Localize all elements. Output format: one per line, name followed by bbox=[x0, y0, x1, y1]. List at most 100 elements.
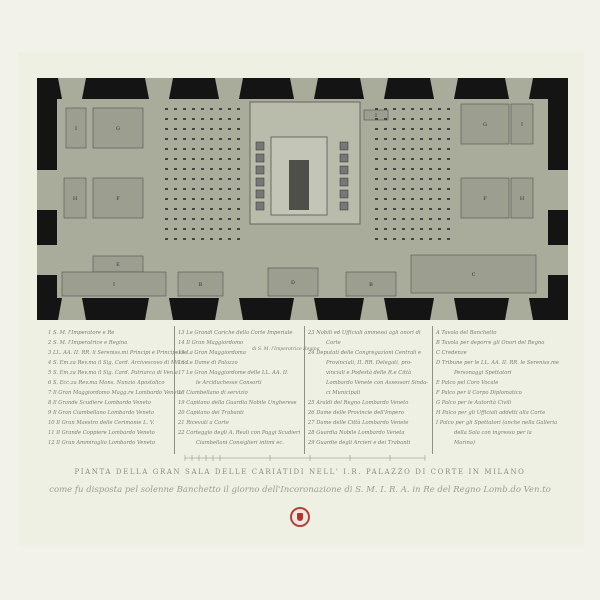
seat bbox=[201, 228, 204, 230]
seat bbox=[192, 128, 195, 130]
legend-item: 6 S. Ecc.za Rev.ma Mons. Nunzio Apostoli… bbox=[48, 380, 165, 386]
seat bbox=[183, 108, 186, 110]
seat bbox=[210, 158, 213, 160]
seat bbox=[447, 198, 450, 200]
seat bbox=[219, 228, 222, 230]
seat bbox=[393, 148, 396, 150]
seat bbox=[420, 138, 423, 140]
chair bbox=[255, 189, 265, 199]
pier-top bbox=[505, 78, 533, 99]
legend-item: I Palco per gli Spettatori (anche nella … bbox=[436, 420, 558, 426]
seat bbox=[447, 148, 450, 150]
legend-item: 25 Araldi del Regno Lombardo Veneto bbox=[308, 400, 409, 406]
seat bbox=[237, 138, 240, 140]
pier-bottom bbox=[505, 298, 533, 320]
seat bbox=[384, 198, 387, 200]
seat bbox=[429, 128, 432, 130]
seat bbox=[429, 138, 432, 140]
seat bbox=[393, 118, 396, 120]
seat bbox=[201, 138, 204, 140]
seat bbox=[375, 158, 378, 160]
window-recess bbox=[546, 170, 568, 210]
seat bbox=[228, 128, 231, 130]
seat bbox=[174, 118, 177, 120]
seat bbox=[411, 228, 414, 230]
legend-item: 17 Le Gran Maggiordome delle LL. AA. II. bbox=[178, 370, 289, 376]
seat bbox=[183, 178, 186, 180]
seat bbox=[420, 158, 423, 160]
pier-bottom bbox=[360, 298, 388, 320]
tribune-label: D bbox=[291, 280, 295, 286]
chair bbox=[255, 165, 265, 175]
seat bbox=[384, 228, 387, 230]
seat bbox=[447, 158, 450, 160]
seat bbox=[201, 188, 204, 190]
seat bbox=[384, 168, 387, 170]
seat bbox=[237, 118, 240, 120]
seat bbox=[228, 218, 231, 220]
legend-item: 9 Il Gran Ciambellano Lombardo Veneto bbox=[48, 410, 154, 416]
seat bbox=[429, 238, 432, 240]
seat bbox=[402, 198, 405, 200]
pier-top bbox=[290, 78, 318, 99]
seat bbox=[384, 238, 387, 240]
seat bbox=[438, 118, 441, 120]
seat bbox=[393, 158, 396, 160]
pier-top bbox=[360, 78, 388, 99]
tribune-label: I bbox=[75, 126, 77, 132]
legend-item: Ciambellani Consiglieri intimi ec. bbox=[196, 440, 284, 446]
seat bbox=[219, 218, 222, 220]
tribune-label: G bbox=[483, 122, 487, 128]
seat bbox=[183, 168, 186, 170]
seat bbox=[183, 158, 186, 160]
seat bbox=[438, 198, 441, 200]
legend-item: 23 Nobili ed Ufficiali ammessi agli onor… bbox=[308, 330, 421, 336]
seat bbox=[411, 198, 414, 200]
seat bbox=[375, 198, 378, 200]
seat bbox=[420, 168, 423, 170]
legend-item: 20 Capitano dei Trabanti bbox=[178, 410, 244, 416]
seat bbox=[210, 178, 213, 180]
seat bbox=[402, 108, 405, 110]
tribune-box bbox=[460, 177, 510, 219]
seat bbox=[174, 198, 177, 200]
seat bbox=[402, 188, 405, 190]
seat bbox=[402, 238, 405, 240]
legend-column-1: 1 S. M. l'Imperatore e Re 2 S. M. l'Impe… bbox=[48, 328, 188, 448]
legend-item: 13 Le Grandi Cariche della Corte Imperia… bbox=[178, 330, 293, 336]
legend-item: 28 Guardia Nobile Lombardo Veneta bbox=[308, 430, 405, 436]
window-recess bbox=[37, 245, 59, 275]
seat bbox=[174, 228, 177, 230]
seat bbox=[174, 108, 177, 110]
seat bbox=[219, 108, 222, 110]
seat bbox=[228, 138, 231, 140]
seat bbox=[411, 208, 414, 210]
seat bbox=[165, 208, 168, 210]
seat bbox=[237, 188, 240, 190]
legend-item: 7 Il Gran Maggiordomo Magg.re Lombardo V… bbox=[48, 390, 182, 396]
tribune-label: B bbox=[369, 282, 373, 288]
seat bbox=[438, 168, 441, 170]
seat bbox=[438, 178, 441, 180]
chair bbox=[339, 201, 349, 211]
seat bbox=[219, 188, 222, 190]
legend-item: Provinciali, II. RR. Delegati, pro- bbox=[326, 360, 412, 366]
seat bbox=[183, 198, 186, 200]
seat bbox=[411, 148, 414, 150]
seat bbox=[438, 108, 441, 110]
legend-divider bbox=[304, 326, 305, 454]
seat bbox=[201, 208, 204, 210]
seat bbox=[375, 188, 378, 190]
tribune-label: G bbox=[116, 126, 120, 132]
seat bbox=[402, 158, 405, 160]
seat bbox=[447, 238, 450, 240]
seat bbox=[174, 138, 177, 140]
seat bbox=[438, 148, 441, 150]
seat bbox=[393, 108, 396, 110]
legend-item: Personaggi Spettatori bbox=[454, 370, 512, 376]
seat bbox=[393, 128, 396, 130]
seat bbox=[165, 138, 168, 140]
seat bbox=[447, 178, 450, 180]
seat bbox=[210, 238, 213, 240]
seat bbox=[210, 228, 213, 230]
